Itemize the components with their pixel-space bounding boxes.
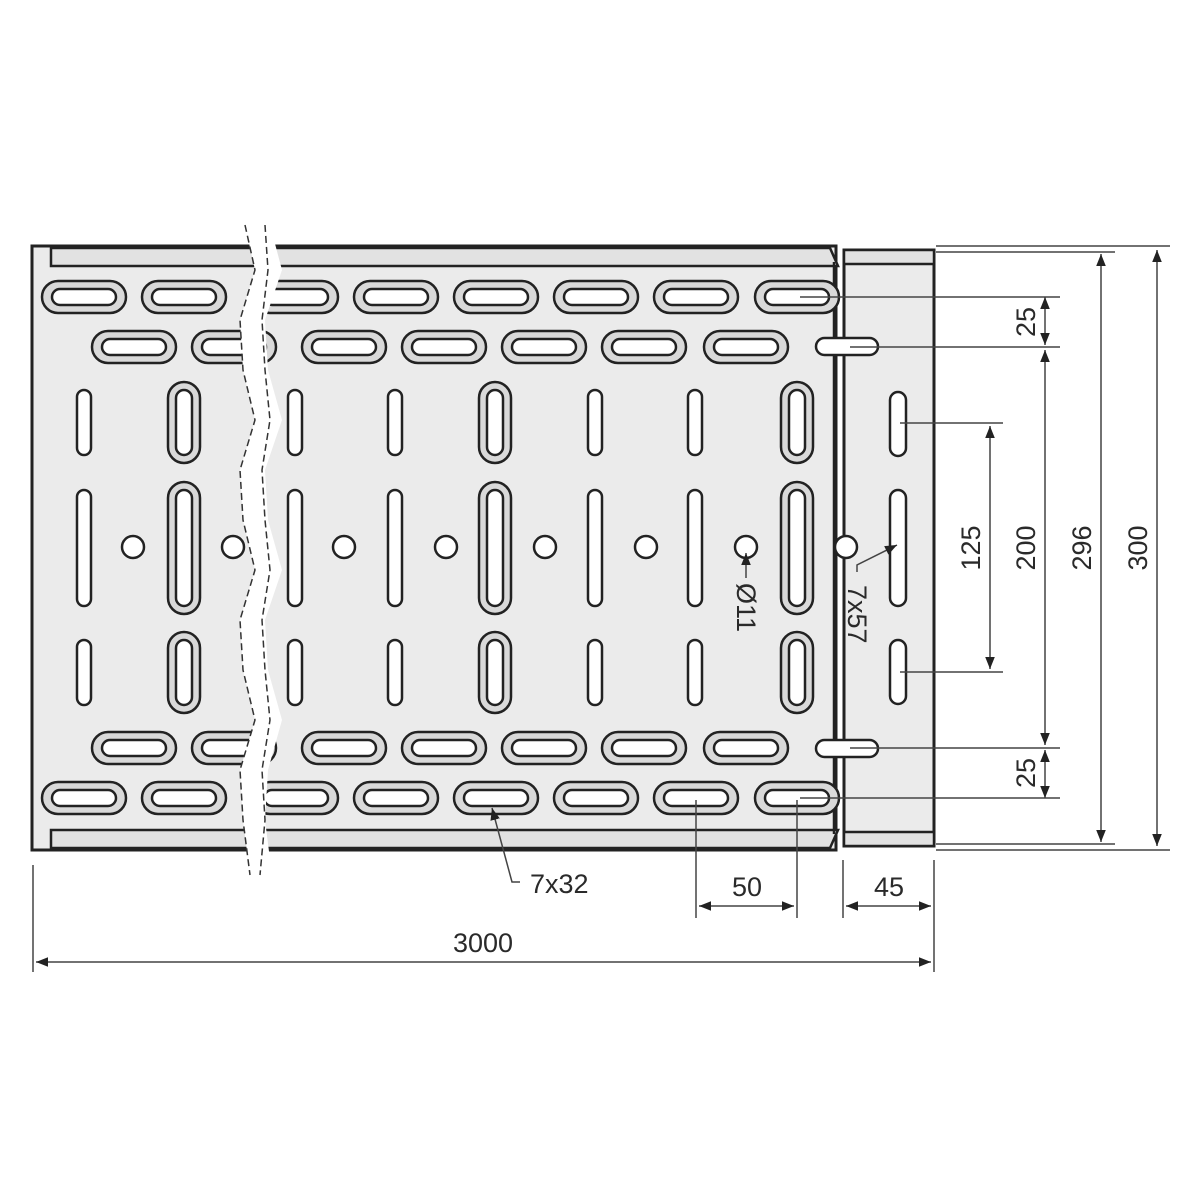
coupling-slots: [814, 336, 908, 759]
round-holes: [120, 534, 759, 560]
top-flange: [49, 246, 840, 268]
dim-edge-offset-top: 25: [1011, 307, 1041, 337]
break-line: [239, 224, 282, 876]
dimension-lines: [32, 245, 1170, 972]
dim-slot-spacing-inner: 125: [956, 525, 986, 570]
callout-round-hole: Ø11: [731, 583, 761, 632]
dim-inner-width: 296: [1067, 525, 1097, 570]
dim-coupling-length: 45: [874, 872, 904, 902]
dim-edge-offset-bottom: 25: [1011, 758, 1041, 788]
longitudinal-slots: [75, 380, 815, 715]
dim-overall-width: 300: [1123, 525, 1153, 570]
dim-slot-spacing-outer: 200: [1011, 525, 1041, 570]
dimension-labels: 3000 50 45 7x32 300 296 200 125 25 25 7x…: [453, 307, 1153, 958]
transverse-slots: [40, 279, 841, 816]
callout-transverse-slot: 7x32: [530, 869, 589, 899]
callout-longitudinal-slot: 7x57: [842, 585, 872, 644]
dim-slot-pitch: 50: [732, 872, 762, 902]
dim-total-length: 3000: [453, 928, 513, 958]
bottom-flange: [49, 828, 840, 850]
